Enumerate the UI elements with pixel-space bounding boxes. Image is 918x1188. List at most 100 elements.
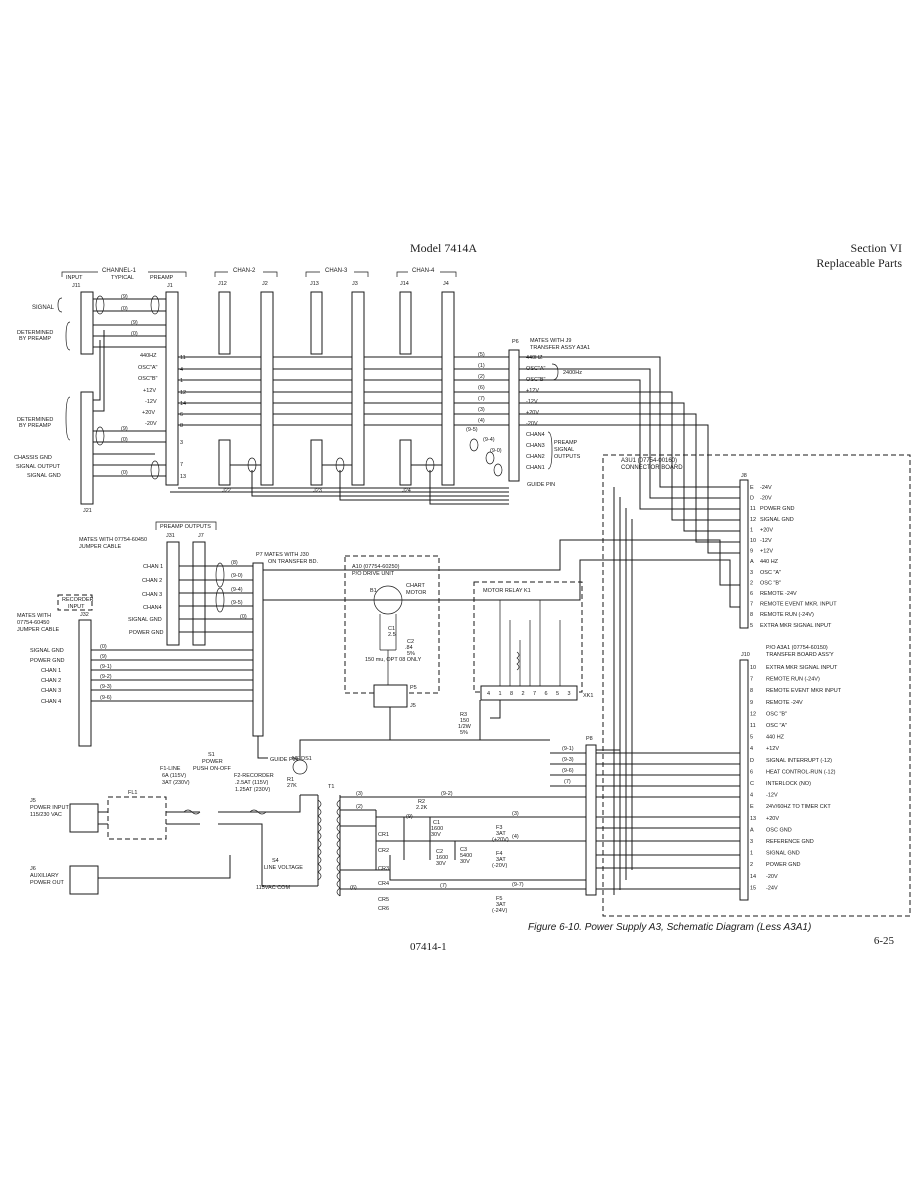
svg-text:JUMPER CABLE: JUMPER CABLE bbox=[79, 544, 122, 550]
svg-text:MATES WITH: MATES WITH bbox=[17, 613, 51, 619]
svg-text:ON TRANSFER BD.: ON TRANSFER BD. bbox=[268, 559, 318, 565]
relay-pin: 6 bbox=[545, 691, 548, 697]
j1-bus-labels: 440HZ OSC"A" OSC"B" +12V -12V +20V -20V bbox=[138, 353, 158, 427]
j8-pin: 5 bbox=[750, 623, 753, 629]
svg-text:CR2: CR2 bbox=[378, 848, 389, 854]
svg-text:13: 13 bbox=[180, 474, 186, 480]
svg-text:CR3: CR3 bbox=[378, 866, 389, 872]
j8-pin: 10 bbox=[750, 538, 756, 544]
j10-signal-label: OSC GND bbox=[766, 827, 792, 833]
j10-signal-label: REMOTE -24V bbox=[766, 700, 803, 706]
svg-text:CR6: CR6 bbox=[378, 906, 389, 912]
svg-text:(9-4): (9-4) bbox=[231, 587, 243, 593]
j10-pin: 4 bbox=[750, 746, 753, 752]
svg-text:+20V: +20V bbox=[142, 410, 155, 416]
svg-text:CHAN1: CHAN1 bbox=[526, 465, 545, 471]
j10-pin: C bbox=[750, 781, 754, 787]
svg-text:J22: J22 bbox=[222, 488, 231, 494]
j8-pin: D bbox=[750, 496, 754, 502]
j11-connector bbox=[80, 291, 94, 355]
j10-pin: 14 bbox=[750, 874, 756, 880]
relay-pin: 7 bbox=[533, 691, 536, 697]
svg-text:MOTOR RELAY K1: MOTOR RELAY K1 bbox=[483, 588, 531, 594]
svg-text:5%: 5% bbox=[407, 651, 415, 657]
svg-text:INPUT: INPUT bbox=[68, 604, 85, 610]
svg-text:FL1: FL1 bbox=[128, 790, 137, 796]
svg-text:S4: S4 bbox=[272, 858, 279, 864]
j8-pin: 1 bbox=[750, 527, 753, 533]
svg-text:P5: P5 bbox=[410, 685, 417, 691]
svg-text:J3: J3 bbox=[352, 281, 358, 287]
svg-text:CR4: CR4 bbox=[378, 881, 389, 887]
j8-signal-label: +20V bbox=[760, 527, 773, 533]
svg-text:PREAMP: PREAMP bbox=[554, 440, 578, 446]
svg-text:115/230 VAC: 115/230 VAC bbox=[30, 812, 62, 818]
svg-text:J13: J13 bbox=[310, 281, 319, 287]
svg-text:30V: 30V bbox=[436, 861, 446, 867]
svg-text:(5): (5) bbox=[478, 352, 485, 358]
j8-signal-label: POWER GND bbox=[760, 506, 795, 512]
j10-signal-label: -20V bbox=[766, 874, 778, 880]
power-supply-section: J5 POWER INPUT 115/230 VAC J6 AUXILIARY … bbox=[30, 700, 740, 914]
svg-text:1600: 1600 bbox=[431, 826, 443, 832]
svg-text:CHAN2: CHAN2 bbox=[526, 454, 545, 460]
svg-text:CHAN 1: CHAN 1 bbox=[143, 564, 163, 570]
svg-text:+12V: +12V bbox=[143, 388, 156, 394]
svg-text:14: 14 bbox=[180, 401, 186, 407]
svg-text:+20V: +20V bbox=[526, 410, 539, 416]
svg-text:(9-3): (9-3) bbox=[562, 757, 574, 763]
a3u1-connector-board: A3U1 (07754-00160) CONNECTOR BOARD J8 E-… bbox=[602, 454, 911, 917]
svg-text:J32: J32 bbox=[80, 612, 89, 618]
j10-pin: 6 bbox=[750, 769, 753, 775]
j8-signal-label: REMOTE EVENT MKR. INPUT bbox=[760, 602, 837, 608]
j10-pin: D bbox=[750, 758, 754, 764]
svg-text:SIGNAL GND: SIGNAL GND bbox=[128, 617, 162, 623]
svg-text:(6): (6) bbox=[350, 885, 357, 891]
svg-text:C2: C2 bbox=[407, 639, 414, 645]
svg-text:R3: R3 bbox=[460, 712, 467, 718]
j8-signal-label: OSC "A" bbox=[760, 570, 781, 576]
j8-pin: E bbox=[750, 485, 754, 491]
svg-text:(9): (9) bbox=[100, 654, 107, 660]
svg-text:JUMPER CABLE: JUMPER CABLE bbox=[17, 627, 60, 633]
j10-signal-label: POWER GND bbox=[766, 862, 801, 868]
j10-signal-label: -24V bbox=[766, 885, 778, 891]
j10-signal-label: -12V bbox=[766, 793, 778, 799]
svg-text:P/O A3A1 (07754-60150): P/O A3A1 (07754-60150) bbox=[766, 645, 828, 651]
channel1-typical: TYPICAL bbox=[111, 275, 134, 281]
j10-pin: 3 bbox=[750, 839, 753, 845]
svg-text:OSC"B": OSC"B" bbox=[138, 376, 158, 382]
svg-text:(9-0): (9-0) bbox=[231, 573, 243, 579]
svg-text:POWER GND: POWER GND bbox=[30, 658, 65, 664]
j10-signal-label: OSC "B" bbox=[766, 711, 787, 717]
svg-text:6: 6 bbox=[180, 412, 183, 418]
j8-pin: 3 bbox=[750, 570, 753, 576]
relay-pin: 1 bbox=[499, 691, 502, 697]
svg-text:C2: C2 bbox=[436, 849, 443, 855]
j8-pin: 11 bbox=[750, 506, 756, 512]
j10-pin: 2 bbox=[750, 862, 753, 868]
svg-text:J23: J23 bbox=[313, 488, 322, 494]
svg-text:(9): (9) bbox=[121, 426, 128, 432]
svg-text:+12V: +12V bbox=[526, 388, 539, 394]
j8-signal-label: EXTRA MKR SIGNAL INPUT bbox=[760, 623, 832, 629]
aux-output-connector bbox=[69, 865, 99, 895]
section-subtitle: Replaceable Parts bbox=[816, 256, 902, 270]
svg-text:J24: J24 bbox=[402, 488, 411, 494]
svg-text:(9): (9) bbox=[131, 320, 138, 326]
svg-text:2400Hz: 2400Hz bbox=[563, 370, 582, 376]
svg-text:CHAN3: CHAN3 bbox=[526, 443, 545, 449]
j10-pin: 13 bbox=[750, 816, 756, 822]
svg-text:MOTOR: MOTOR bbox=[406, 590, 426, 596]
j8-signal-label: SIGNAL GND bbox=[760, 517, 794, 523]
svg-text:MATES WITH J9: MATES WITH J9 bbox=[530, 338, 571, 344]
section-title: Section VI bbox=[850, 241, 902, 255]
j10-pin: 4 bbox=[750, 793, 753, 799]
channel1-title: CHANNEL-1 bbox=[102, 268, 137, 274]
signal-label: SIGNAL bbox=[32, 305, 55, 311]
j8-pin: 8 bbox=[750, 612, 753, 618]
j8-signal-label: +12V bbox=[760, 549, 773, 555]
svg-text:(4): (4) bbox=[478, 418, 485, 424]
